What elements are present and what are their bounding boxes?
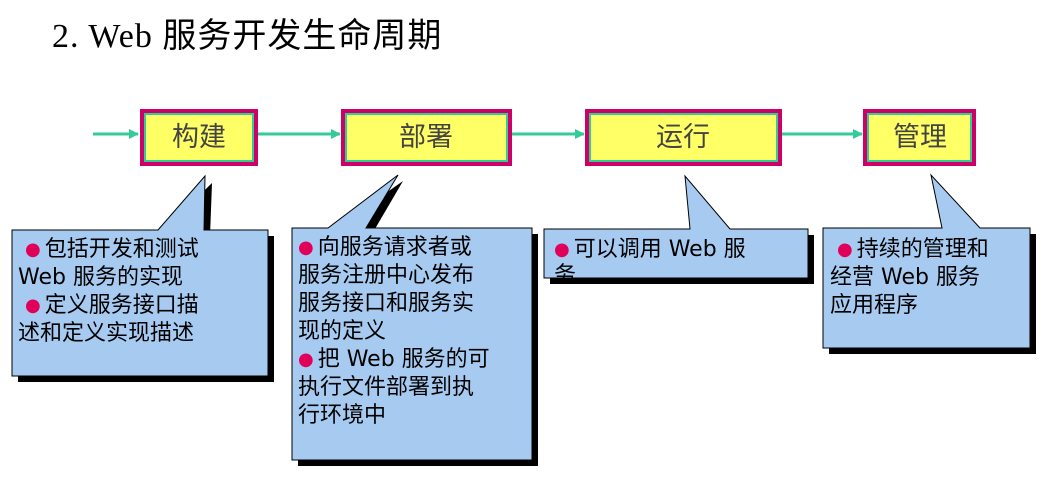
stage-build: 构建 xyxy=(140,109,258,166)
bullet-icon: ● xyxy=(298,349,314,370)
bullet-icon: ● xyxy=(298,237,314,258)
callout-manage-text: ●持续的管理和 经营 Web 服务 应用程序 xyxy=(830,236,1030,320)
callout-build xyxy=(11,174,274,382)
callout-line: 行环境中 xyxy=(298,403,387,428)
stage-build-label: 构建 xyxy=(172,122,226,153)
callout-line: 述和定义实现描述 xyxy=(18,321,195,346)
callout-line: Web 服务的实现 xyxy=(18,265,183,290)
callout-run-text: ●可以调用 Web 服 务 xyxy=(554,236,814,290)
callout-line: ●持续的管理和 xyxy=(837,237,989,262)
stage-run-label: 运行 xyxy=(656,122,710,153)
callout-line: 执行文件部署到执 xyxy=(298,375,475,400)
bullet-icon: ● xyxy=(25,295,41,316)
callout-run xyxy=(543,174,814,284)
callout-line: 应用程序 xyxy=(830,293,919,318)
callout-line: 经营 Web 服务 xyxy=(830,265,980,290)
callout-line: ●向服务请求者或 xyxy=(298,235,472,260)
callout-line: 现的定义 xyxy=(298,319,387,344)
callout-build-text: ●包括开发和测试 Web 服务的实现 ●定义服务接口描 述和定义实现描述 xyxy=(18,236,266,348)
callout-line: 务 xyxy=(554,263,577,288)
bullet-icon: ● xyxy=(25,239,41,260)
stage-manage: 管理 xyxy=(863,109,976,166)
page-title: 2. Web 服务开发生命周期 xyxy=(52,18,443,55)
bullet-icon: ● xyxy=(554,239,570,260)
callout-line: ●包括开发和测试 xyxy=(25,237,199,262)
callout-line: ●定义服务接口描 xyxy=(25,293,199,318)
stage-deploy: 部署 xyxy=(341,109,512,166)
callout-deploy xyxy=(291,174,538,466)
stage-deploy-label: 部署 xyxy=(399,122,453,153)
callout-line: 服务注册中心发布 xyxy=(298,263,475,288)
stage-run: 运行 xyxy=(585,109,782,166)
bullet-icon: ● xyxy=(837,239,853,260)
callout-line: ●把 Web 服务的可 xyxy=(298,347,490,372)
callout-manage xyxy=(822,173,1036,354)
stage-manage-label: 管理 xyxy=(893,122,947,153)
callout-line: ●可以调用 Web 服 xyxy=(554,237,746,262)
callout-deploy-text: ●向服务请求者或 服务注册中心发布 服务接口和服务实 现的定义 ●把 Web 服… xyxy=(298,234,530,430)
callout-line: 服务接口和服务实 xyxy=(298,291,475,316)
